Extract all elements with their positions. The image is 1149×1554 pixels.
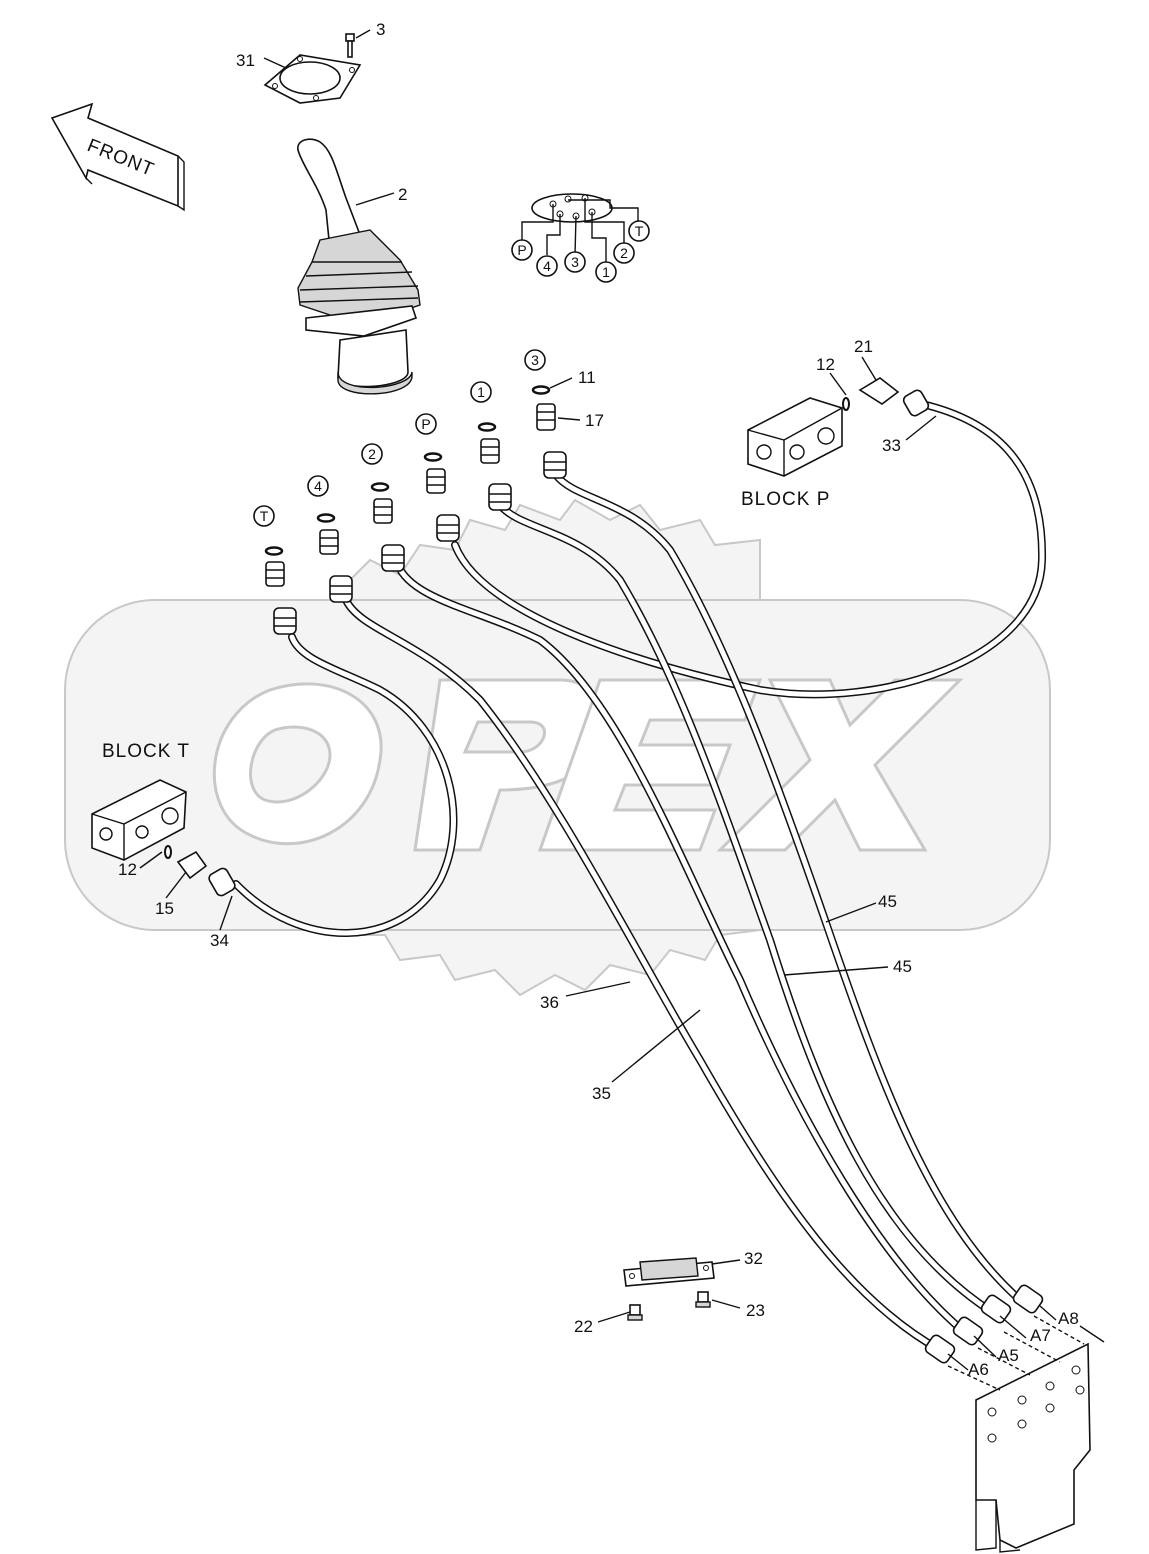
hose-34 [394, 561, 966, 1334]
connection-a7: A7 [1030, 1326, 1051, 1345]
fitting-stack-t [264, 546, 297, 635]
connection-a5: A5 [998, 1346, 1019, 1365]
hose-35 [496, 501, 996, 1316]
port-marker-t: T [260, 508, 269, 524]
joystick [297, 138, 421, 395]
port-marker-4: 4 [314, 478, 322, 494]
port-label-t: T [635, 223, 644, 239]
port-label-3: 3 [571, 254, 579, 270]
hoses [232, 400, 1047, 1354]
fitting-stack-p [423, 452, 460, 542]
leader-lines [139, 29, 1057, 1371]
watermark-letter-o [212, 682, 383, 846]
connection-a8: A8 [1058, 1309, 1079, 1328]
callout-17: 17 [585, 411, 604, 430]
port-label-1: 1 [602, 264, 610, 280]
block-p: BLOCK P [741, 377, 930, 510]
port-label-4: 4 [543, 258, 551, 274]
bolt [345, 33, 355, 58]
hose-36 [552, 471, 1024, 1304]
connection-a6: A6 [968, 1360, 989, 1379]
callout-35: 45 [893, 957, 912, 976]
port-label-2: 2 [620, 245, 628, 261]
hose-end-fittings [924, 1284, 1044, 1364]
callout-11: 11 [578, 368, 596, 387]
callout-45-right: 23 [746, 1301, 765, 1320]
fittings [264, 385, 567, 635]
clamp-bolts [627, 1291, 711, 1321]
block-t: BLOCK T [91, 741, 236, 897]
callout-12-block-t: 12 [118, 860, 137, 879]
callout-32: 34 [210, 931, 229, 950]
clamp [623, 1257, 715, 1287]
callout-15: 15 [155, 899, 174, 918]
hose-31 [451, 400, 1047, 699]
callout-22: 31 [236, 51, 255, 70]
port-marker-2: 2 [368, 446, 376, 462]
callout-45-left: 22 [574, 1317, 593, 1336]
port-markers: T 4 2 P 1 3 [253, 349, 546, 527]
callout-36: 45 [878, 892, 897, 911]
port-schematic-labels: P 4 3 1 2 T [511, 220, 650, 283]
callout-33: 35 [592, 1084, 611, 1103]
block-p-label: BLOCK P [741, 489, 830, 510]
fitting-stack-4 [316, 513, 353, 603]
port-schematic: P 4 3 1 2 T [511, 193, 650, 283]
fitting-stack-2 [370, 482, 405, 572]
callouts: 3 2 31 11 17 12 21 33 12 15 34 45 45 36 … [118, 20, 912, 1336]
port-label-p: P [517, 242, 526, 258]
port-marker-p: P [421, 416, 430, 432]
callout-21: 21 [854, 337, 873, 356]
watermark [64, 498, 1051, 997]
port-marker-1: 1 [477, 384, 485, 400]
callout-34: 36 [540, 993, 559, 1012]
mounting-bracket [947, 1315, 1105, 1553]
callout-2-joystick: 3 [376, 20, 385, 39]
fitting-stack-3 [531, 385, 567, 479]
callout-23: 32 [744, 1249, 763, 1268]
connection-labels: A8 A7 A5 A6 [968, 1309, 1079, 1379]
gasket [263, 54, 362, 104]
watermark-letter-x [716, 678, 964, 852]
callout-12-block-p: 12 [816, 355, 835, 374]
hose-33 [342, 596, 944, 1354]
callout-31: 33 [882, 436, 901, 455]
front-arrow: FRONT [50, 102, 185, 212]
fitting-stack-1 [477, 422, 512, 511]
port-marker-3: 3 [531, 352, 539, 368]
callout-2: 2 [398, 185, 407, 204]
hose-32 [232, 633, 458, 937]
block-t-label: BLOCK T [102, 741, 190, 762]
